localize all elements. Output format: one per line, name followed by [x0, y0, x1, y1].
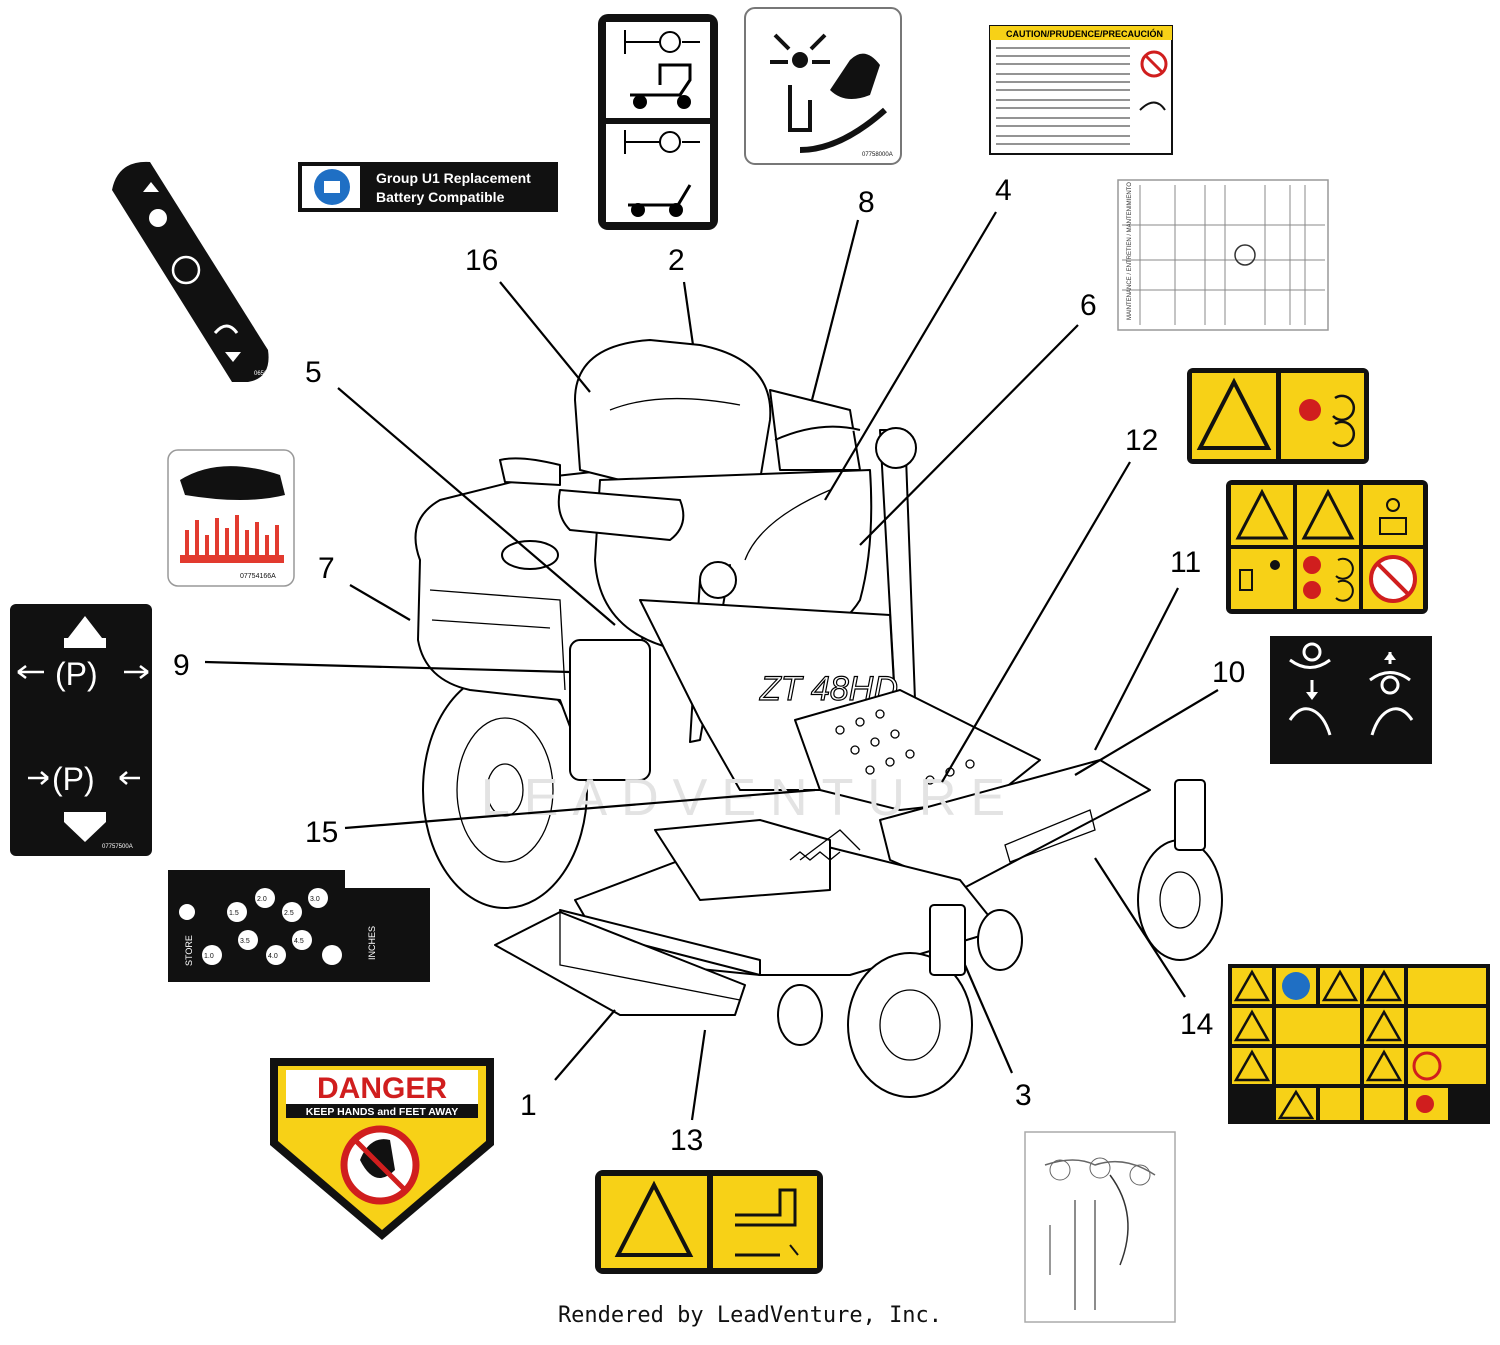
height-value-2: 2.0: [257, 896, 267, 903]
caution-title: CAUTION/PRUDENCE/PRECAUCIÓN: [1006, 28, 1163, 39]
decal-blade-warning: [1187, 368, 1369, 464]
height-value-6: 4.0: [268, 953, 278, 960]
no-smoking-icon: [1140, 50, 1168, 78]
callout-16: 16: [465, 244, 498, 277]
warning-icon-blade: [1196, 377, 1272, 450]
footer-credit: Rendered by LeadVenture, Inc.: [557, 1303, 943, 1328]
decal-crush: 07758000A: [744, 7, 902, 165]
warning-icon-2: [1301, 488, 1355, 540]
decal-steering: [1270, 636, 1432, 764]
danger-subtitle: KEEP HANDS and FEET AWAY: [306, 1106, 458, 1118]
book-icon: [1379, 517, 1407, 535]
decal-safety-large: [1228, 964, 1490, 1124]
decal-thrown-object: [595, 1170, 823, 1274]
park-symbol-bottom: (P): [52, 761, 95, 797]
manual-icon-large: [1282, 972, 1310, 1000]
decal-maintenance: MAINTENANCE / ENTRETIEN / MANTENIMIENTO: [1117, 179, 1329, 331]
fuel-level-icon: [1139, 101, 1166, 111]
rider-icon: [630, 63, 692, 97]
warning-icon: [614, 1180, 694, 1257]
hand-icon: [830, 53, 880, 99]
decal-cut-height: STORE INCHES 1.5 2.0 2.5 3.0 3.5 4.0 4.5…: [168, 870, 430, 982]
decal-safety-grid: [1226, 480, 1428, 614]
height-value-4: 3.0: [310, 896, 320, 903]
key-icon: [1386, 498, 1400, 512]
watermark: LEADVENTURE: [481, 769, 1019, 827]
hand-icon-burn: [180, 466, 285, 500]
decal-code-parking: 07757500A: [102, 844, 133, 850]
bystander-icon: [1270, 560, 1280, 570]
callout-3: 3: [1015, 1079, 1032, 1112]
decal-spring-adjust: [1024, 1131, 1176, 1323]
callout-numbers: 1 2 3 4 5 6 7 8 9 10 11 12 13 14 15 16: [173, 174, 1245, 1157]
callout-11: 11: [1170, 546, 1201, 579]
callout-2: 2: [668, 244, 685, 277]
store-label: STORE: [184, 935, 194, 966]
turn-arrows-icon: [213, 324, 239, 335]
callout-14: 14: [1180, 1008, 1213, 1041]
seat-icon: [735, 1188, 797, 1227]
height-value-8: 1.0: [204, 953, 214, 960]
callout-7: 7: [318, 552, 335, 585]
callout-10: 10: [1212, 656, 1245, 689]
callout-1: 1: [520, 1089, 537, 1122]
height-value-5: 3.5: [240, 938, 250, 945]
callout-9: 9: [173, 649, 190, 682]
callout-12: 12: [1125, 424, 1158, 457]
leader-lines: [204, 211, 1219, 1121]
decal-code-forward: 06561400C: [254, 371, 286, 377]
callout-5: 5: [305, 356, 322, 389]
turtle-icon: [149, 209, 167, 227]
decal-burn: 07754166A: [167, 449, 295, 587]
park-symbol-top: (P): [55, 656, 98, 692]
inches-label: INCHES: [367, 926, 377, 960]
battery-line-1: Group U1 Replacement: [376, 170, 531, 186]
decal-battery: Group U1 Replacement Battery Compatible: [298, 162, 558, 212]
battery-line-2: Battery Compatible: [376, 189, 505, 205]
height-value-1: 1.5: [229, 910, 239, 917]
decal-forward-lever: 06561400C: [112, 161, 286, 382]
decal-caution-fuel: CAUTION/PRUDENCE/PRECAUCIÓN: [989, 25, 1173, 155]
warning-icon-1: [1235, 488, 1289, 540]
callout-8: 8: [858, 186, 875, 219]
danger-title: DANGER: [317, 1072, 447, 1105]
arrow-down-icon-park: [64, 822, 106, 842]
height-value-7: 4.5: [294, 938, 304, 945]
callout-13: 13: [670, 1124, 703, 1157]
callout-6: 6: [1080, 289, 1097, 322]
arrow-up-icon-park: [68, 616, 102, 638]
callout-15: 15: [305, 816, 338, 849]
neutral-icon: [171, 255, 201, 285]
callout-4: 4: [995, 174, 1012, 207]
decal-rollover: [598, 14, 718, 230]
height-value-3: 2.5: [284, 910, 294, 917]
decal-code-crush: 07758000A: [862, 152, 893, 158]
arrow-up-icon: [143, 182, 159, 192]
maintenance-title: MAINTENANCE / ENTRETIEN / MANTENIMIENTO: [1127, 182, 1133, 320]
no-touch-icon: [1299, 399, 1321, 421]
arrow-down-icon: [225, 352, 241, 362]
decal-danger: DANGER KEEP HANDS and FEET AWAY: [270, 1058, 494, 1240]
mower-illustration: ZT 48HD LEADVENTURE: [414, 339, 1223, 1098]
decal-code-burn: 07754166A: [240, 573, 276, 580]
engine-icon: [1234, 244, 1256, 266]
decal-parking-brake: (P) (P) 07757500A: [10, 604, 152, 856]
